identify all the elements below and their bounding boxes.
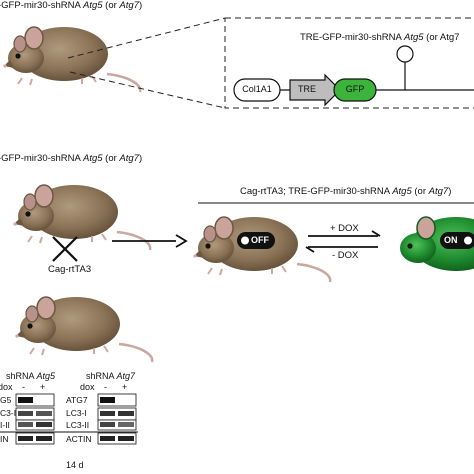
off-badge-text: OFF bbox=[251, 235, 269, 245]
col1a1-element bbox=[233, 78, 281, 102]
construct-box bbox=[224, 17, 474, 109]
off-switch-icon bbox=[241, 236, 249, 245]
blot-row-label: ATG7 bbox=[66, 395, 88, 405]
dox-label-group2: dox bbox=[80, 382, 95, 392]
off-badge bbox=[237, 232, 275, 249]
gfp-label: GFP bbox=[345, 84, 365, 94]
cross-partner-label: Cag-rtTA3 bbox=[48, 264, 92, 275]
panel-b-strain-label: -GFP-mir30-shRNA Atg5 (or Atg7) bbox=[0, 153, 143, 164]
breeding-arrow-head bbox=[175, 234, 188, 248]
zoom-line-bottom bbox=[69, 71, 226, 109]
construct-title: TRE-GFP-mir30-shRNA Atg5 (or Atg7 bbox=[300, 32, 460, 43]
blot-row-label: IN bbox=[0, 434, 9, 444]
minus-dox-arrow-head bbox=[305, 246, 315, 253]
tre-arrow bbox=[289, 73, 341, 107]
dox-label-group1: dox bbox=[0, 382, 13, 392]
on-badge bbox=[440, 232, 474, 249]
zoom-line-top bbox=[67, 17, 226, 59]
shrna-hairpin-icon bbox=[396, 45, 414, 63]
blot-group2-title: shRNA Atg7 bbox=[86, 371, 136, 381]
col1a1-label: Col1A1 bbox=[242, 84, 272, 94]
mouse-on-green bbox=[398, 215, 474, 284]
blot-row-label: ACTIN bbox=[66, 434, 92, 444]
offspring-label: Cag-rtTA3; TRE-GFP-mir30-shRNA Atg5 (or … bbox=[240, 186, 452, 197]
mouse-parent-bottom bbox=[14, 295, 154, 364]
mouse-panel-a bbox=[2, 25, 142, 94]
blot-row-label: LC3-II bbox=[66, 420, 90, 430]
cross-icon bbox=[52, 236, 78, 262]
gfp-element bbox=[333, 78, 377, 102]
plus-dox-arrow-head bbox=[371, 230, 381, 237]
blot-atg5-group bbox=[15, 393, 55, 445]
tre-label: TRE bbox=[298, 84, 316, 94]
blot-row-label: I-II bbox=[0, 420, 10, 430]
panel-a-strain-label: -GFP-mir30-shRNA Atg5 (or Atg7) bbox=[0, 0, 143, 11]
time-label: 14 d bbox=[66, 460, 84, 470]
blot-row-label: C3-I bbox=[0, 408, 17, 418]
on-badge-text: ON bbox=[444, 235, 458, 245]
dox-minus-group1: - bbox=[22, 382, 25, 392]
blot-row-label: LC3-I bbox=[66, 408, 87, 418]
dox-plus-group1: + bbox=[40, 382, 46, 392]
blot-atg7-group bbox=[97, 393, 137, 445]
dox-minus-group2: - bbox=[104, 382, 107, 392]
blot-row-label: G5 bbox=[0, 395, 12, 405]
dox-plus-group2: + bbox=[122, 382, 128, 392]
on-switch-icon bbox=[464, 236, 472, 245]
minus-dox-label: - DOX bbox=[332, 250, 359, 261]
plus-dox-label: + DOX bbox=[330, 223, 359, 234]
blot-group1-title: shRNA Atg5 bbox=[6, 371, 56, 381]
